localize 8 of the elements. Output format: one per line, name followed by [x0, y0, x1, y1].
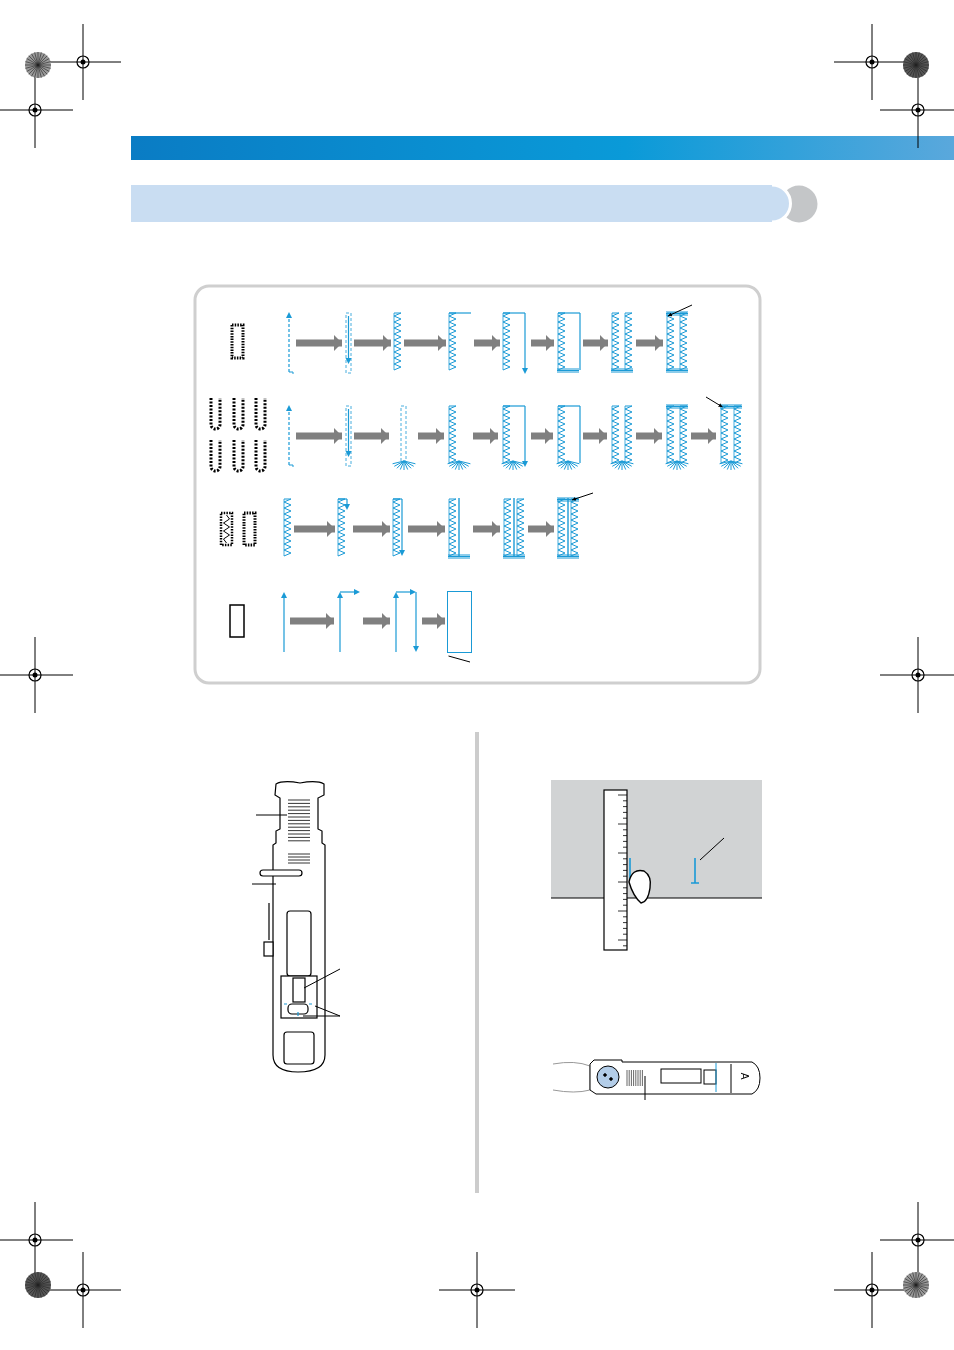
leader-line	[705, 396, 723, 408]
leader-line	[667, 304, 693, 317]
leader-line	[571, 492, 594, 501]
leader-line	[448, 655, 471, 663]
stitch-step-drawing	[664, 401, 689, 471]
foot-marking-letter: A	[739, 1072, 750, 1080]
stitch-outline-box	[447, 591, 472, 653]
stitch-step-drawing	[718, 401, 743, 471]
